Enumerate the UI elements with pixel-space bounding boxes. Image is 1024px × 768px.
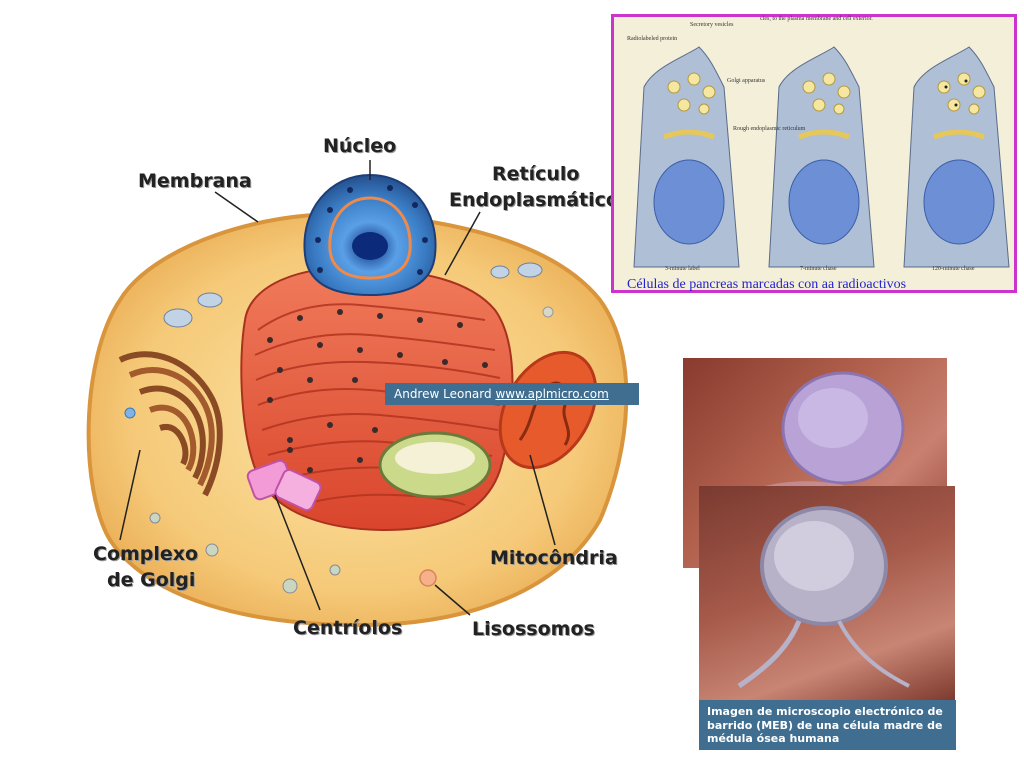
credit-author: Andrew Leonard [394, 387, 492, 401]
label-golgi-line1: Complexo [93, 543, 199, 565]
em-photo-stem-cell [699, 486, 955, 700]
label-er-line2: Endoplasmático [449, 189, 619, 211]
label-nucleus: Núcleo [323, 135, 397, 157]
panel-label-secretory-vesicles: Secretory vesicles [690, 22, 734, 28]
label-membrane: Membrana [138, 170, 252, 192]
label-golgi-line2: de Golgi [107, 569, 196, 591]
cell-stage-2 [768, 46, 875, 268]
lysosomes [124, 262, 554, 594]
label-lysosomes: Lisossomos [472, 618, 595, 640]
leader-lines [119, 160, 556, 616]
cell-stage-3 [903, 46, 1010, 268]
label-mitochondria: Mitocôndria [490, 547, 618, 569]
cell-stage-1 [633, 46, 740, 268]
panel-caption: Células de pancreas marcadas con aa radi… [627, 277, 907, 292]
label-er-line1: Retículo [492, 163, 580, 185]
panel-label-golgi: Golgi apparatus [727, 78, 766, 84]
panel-label-rough-er: Rough endoplasmic reticulum [733, 126, 806, 132]
panel-stage3-label: 120-minute chase [932, 266, 975, 272]
panel-stage1-label: 3-minute label [665, 266, 700, 272]
pancreatic-cells-diagram [633, 46, 1010, 268]
image-credit: Andrew Leonard www.aplmicro.com [385, 383, 639, 405]
em-photo-background [683, 358, 947, 568]
nucleus [303, 173, 437, 297]
pancreatic-cells-panel [611, 14, 1017, 293]
panel-label-radiolabeled: Radiolabeled protein [627, 36, 678, 42]
golgi-complex [118, 351, 223, 497]
panel-header-text: cles, to the plasma membrane and cell ex… [760, 16, 873, 22]
vacuole [378, 431, 492, 499]
label-centrioles: Centríolos [293, 617, 403, 639]
centrioles [246, 459, 322, 512]
credit-link[interactable]: www.aplmicro.com [495, 387, 609, 401]
em-caption: Imagen de microscopio electrónico de bar… [699, 700, 956, 750]
panel-stage2-label: 7-minute chase [800, 266, 837, 272]
